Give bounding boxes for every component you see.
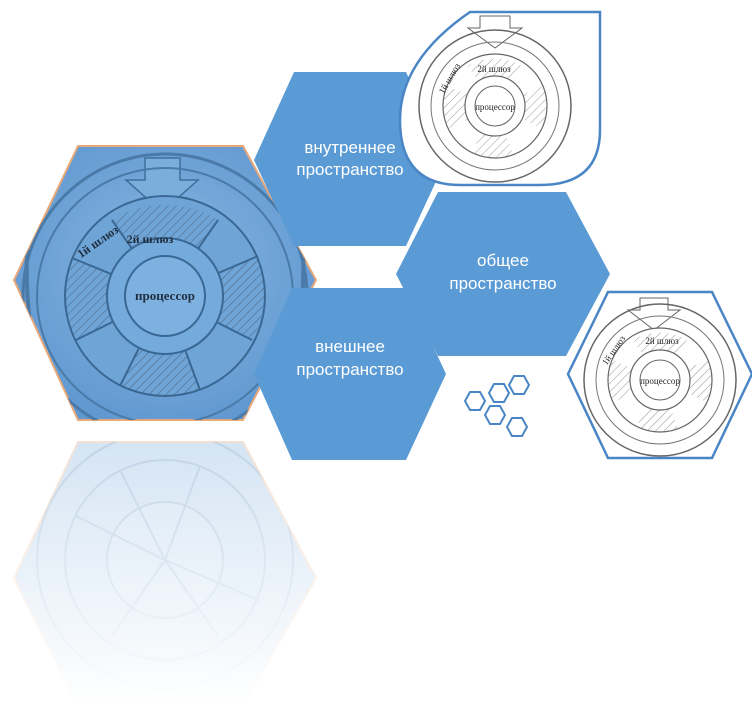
outer-space-line2: пространство: [296, 360, 403, 379]
inner-space-line1: внутреннее: [304, 138, 395, 157]
processor-diagram-outlined-hexagon: процессор 2й шлюз 1й шлюз: [566, 290, 752, 460]
inner-space-hexagon: внутреннее пространство: [254, 72, 446, 246]
outer-space-hexagon: внешнее пространство: [254, 288, 446, 460]
slot2-label-leaf: 2й шлюз: [477, 64, 511, 74]
slot2-label-outlined: 2й шлюз: [645, 336, 679, 346]
processor-label-outlined: процессор: [640, 376, 680, 386]
processor-label-blue: процессор: [135, 288, 195, 303]
slot2-label-blue: 2й шлюз: [127, 232, 174, 246]
common-space-hexagon: общее пространство: [396, 192, 610, 356]
processor-diagram-blue-hexagon: процессор 2й шлюз 1й шлюз: [12, 145, 318, 421]
inner-space-line2: пространство: [296, 160, 403, 179]
common-space-line2: пространство: [449, 274, 556, 293]
common-space-line1: общее: [477, 251, 529, 270]
processor-diagram-leaf: процессор 2й шлюз 1й шлюз: [398, 10, 602, 187]
processor-diagram-reflection: [0, 440, 330, 706]
processor-label-leaf: процессор: [475, 102, 515, 112]
outer-space-line1: внешнее: [315, 337, 385, 356]
hexagon-cluster-icon: [463, 375, 531, 437]
